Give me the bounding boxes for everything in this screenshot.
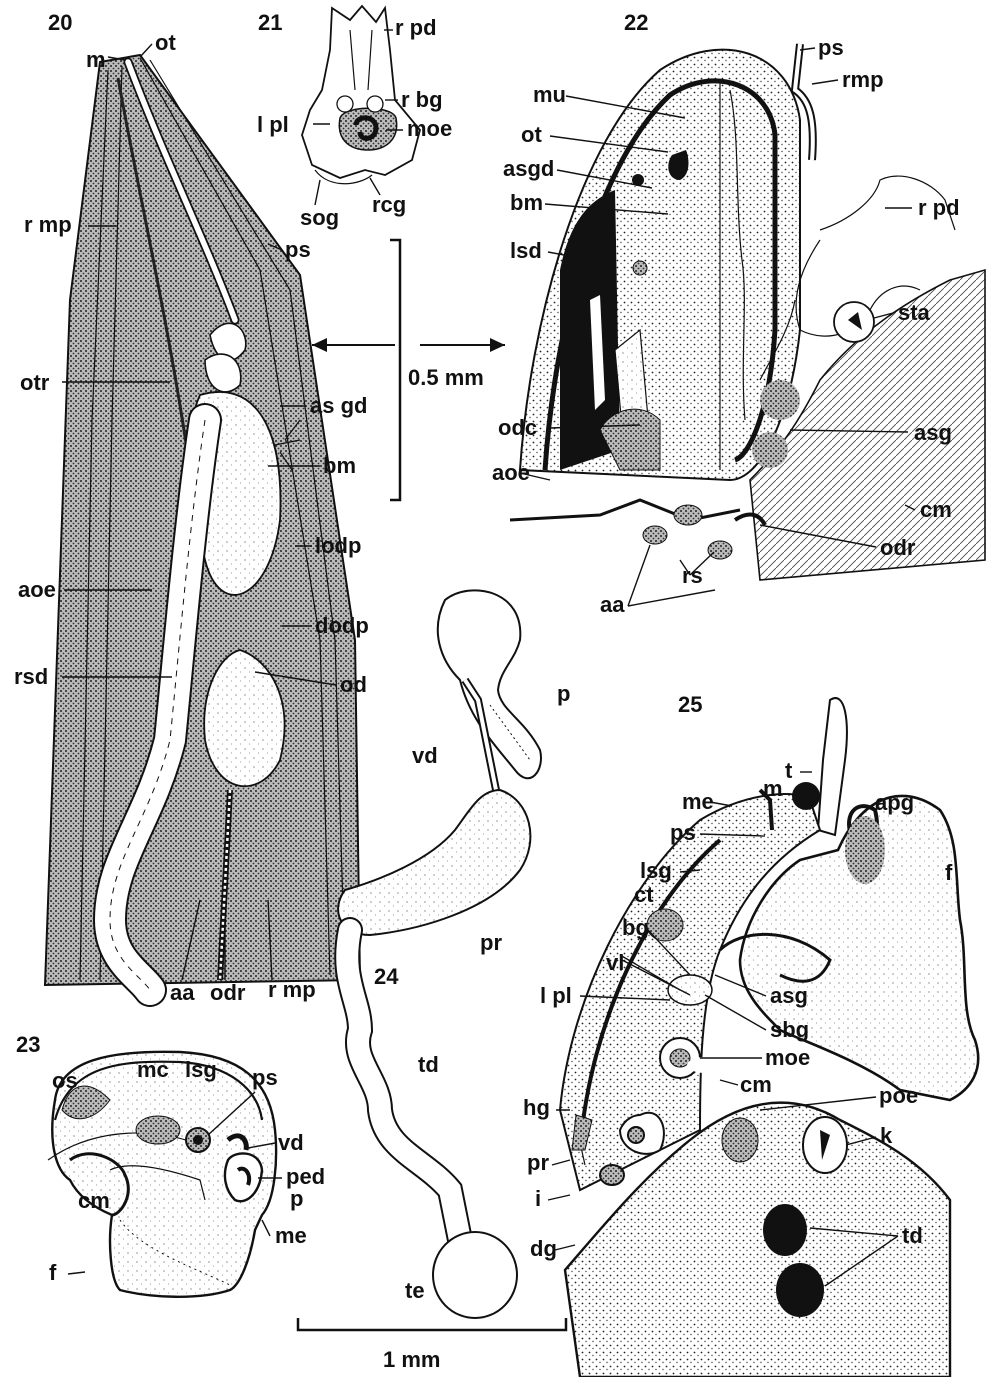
f22-label-bm: bm xyxy=(510,190,543,215)
f20-label-odr: odr xyxy=(210,980,246,1005)
f23-label-cm: cm xyxy=(78,1188,110,1213)
scale-bar-lower xyxy=(298,1318,566,1330)
f20-label-bm: bm xyxy=(323,453,356,478)
figure-21-number: 21 xyxy=(258,10,282,35)
f25-label-dg: dg xyxy=(530,1236,557,1261)
f20-label-otr: otr xyxy=(20,370,50,395)
f24-label-vd: vd xyxy=(412,743,438,768)
f25-label-cm: cm xyxy=(740,1072,772,1097)
f22-label-rpd: r pd xyxy=(918,195,960,220)
f25-label-asg: asg xyxy=(770,983,808,1008)
scale-label-upper: 0.5 mm xyxy=(408,365,484,390)
f25-label-moe: moe xyxy=(765,1045,810,1070)
f25-label-vl: vl xyxy=(606,950,624,975)
f23-label-vd: vd xyxy=(278,1130,304,1155)
f25-label-ps: ps xyxy=(670,820,696,845)
f20-label-od: od xyxy=(340,672,367,697)
f20-label-aa: aa xyxy=(170,980,195,1005)
figure-20-number: 20 xyxy=(48,10,72,35)
f24-label-p: p xyxy=(557,681,570,706)
f25-label-lpl: l pl xyxy=(540,983,572,1008)
figure-23-drawing xyxy=(48,1052,276,1297)
f21-label-lpl: l pl xyxy=(257,112,289,137)
f22-label-aa: aa xyxy=(600,592,625,617)
f23-label-ps: ps xyxy=(252,1065,278,1090)
f25-label-ct: ct xyxy=(634,882,654,907)
f20-label-rmp: r mp xyxy=(24,212,72,237)
f22-label-asgd: asgd xyxy=(503,156,554,181)
f20-label-aoe: aoe xyxy=(18,577,56,602)
f25-label-hg: hg xyxy=(523,1095,550,1120)
f25-label-lsg: lsg xyxy=(640,858,672,883)
f25-label-m: m xyxy=(763,776,783,801)
f22-label-rmp: rmp xyxy=(842,67,884,92)
figure-24-drawing xyxy=(338,590,541,1318)
scale-label-lower: 1 mm xyxy=(383,1347,440,1372)
f25-label-me: me xyxy=(682,789,714,814)
f22-label-ps: ps xyxy=(818,35,844,60)
f20-label-rsd: rsd xyxy=(14,664,48,689)
f22-label-mu: mu xyxy=(533,82,566,107)
f23-label-p: p xyxy=(290,1186,303,1211)
f25-label-t: t xyxy=(785,758,793,783)
f25-label-td: td xyxy=(902,1223,923,1248)
f25-label-f: f xyxy=(945,860,953,885)
f20-label-m: m xyxy=(86,47,106,72)
f22-label-odr: odr xyxy=(880,535,916,560)
f22-label-cm: cm xyxy=(920,497,952,522)
figure-22-number: 22 xyxy=(624,10,648,35)
f22-label-lsd: lsd xyxy=(510,238,542,263)
f20-label-ps: ps xyxy=(285,237,311,262)
f22-label-odc: odc xyxy=(498,415,537,440)
f21-label-rbg: r bg xyxy=(401,87,443,112)
f23-label-lsg: lsg xyxy=(185,1057,217,1082)
f25-label-bg: bg xyxy=(622,915,649,940)
f24-label-te: te xyxy=(405,1278,425,1303)
f25-label-sbg: sbg xyxy=(770,1017,809,1042)
f22-label-sta: sta xyxy=(898,300,931,325)
f21-label-rcg: rcg xyxy=(372,192,406,217)
figure-24-number: 24 xyxy=(374,964,399,989)
f22-label-asg: asg xyxy=(914,420,952,445)
f20-label-rmp-2: r mp xyxy=(268,977,316,1002)
f25-label-pr: pr xyxy=(527,1150,549,1175)
f25-label-apg: apg xyxy=(875,790,914,815)
f25-label-i: i xyxy=(535,1186,541,1211)
f21-label-moe: moe xyxy=(407,116,452,141)
f24-label-td: td xyxy=(418,1052,439,1077)
f22-label-aoe: aoe xyxy=(492,460,530,485)
f21-label-sog: sog xyxy=(300,205,339,230)
f25-label-k: k xyxy=(880,1123,893,1148)
f23-label-f: f xyxy=(49,1260,57,1285)
f20-label-dodp: dodp xyxy=(315,613,369,638)
f20-label-ot: ot xyxy=(155,30,176,55)
f23-label-os: os xyxy=(52,1068,78,1093)
figure-25-number: 25 xyxy=(678,692,702,717)
f22-label-ot: ot xyxy=(521,122,542,147)
figure-23-number: 23 xyxy=(16,1032,40,1057)
f21-label-rpd: r pd xyxy=(395,15,437,40)
f24-label-pr: pr xyxy=(480,930,502,955)
f25-label-poe: poe xyxy=(879,1083,918,1108)
figure-20-drawing xyxy=(45,55,360,990)
f23-label-mc: mc xyxy=(137,1057,169,1082)
f20-label-lodp: lodp xyxy=(315,533,361,558)
f20-label-asgd: as gd xyxy=(310,393,367,418)
f23-label-me: me xyxy=(275,1223,307,1248)
